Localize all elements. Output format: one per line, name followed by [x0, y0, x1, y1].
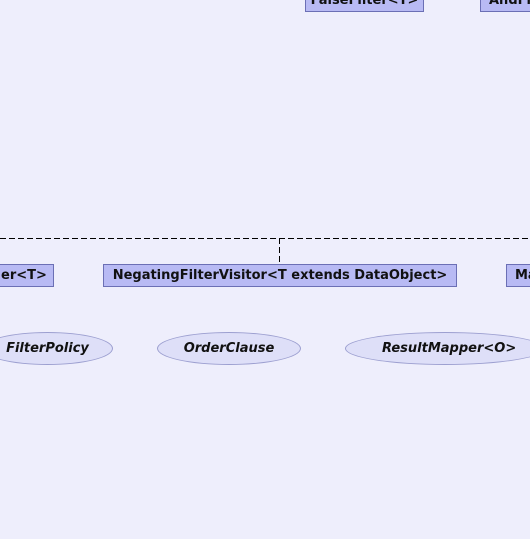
and-filter-class[interactable]: AndFi [480, 0, 530, 12]
order-clause-interface[interactable]: OrderClause [157, 332, 301, 365]
false-filter-class[interactable]: FalseFilter<T> [305, 0, 424, 12]
filter-policy-interface[interactable]: FilterPolicy [0, 332, 113, 365]
result-mapper-interface[interactable]: ResultMapper<O> [345, 332, 530, 365]
filter-visitor-class[interactable]: er<T> [0, 264, 54, 287]
right-edge-class[interactable]: Ma [506, 264, 530, 287]
negating-filter-visitor-class[interactable]: NegatingFilterVisitor<T extends DataObje… [103, 264, 457, 287]
